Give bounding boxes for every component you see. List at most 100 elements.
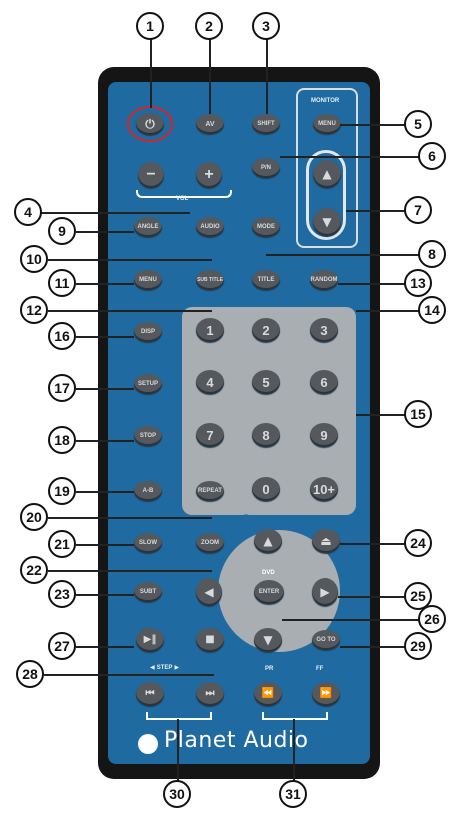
num-3-button[interactable]: 3 [310,318,338,342]
stop-text-button[interactable]: STOP [134,426,162,446]
step-label: ◀ STEP ▶ [150,664,179,671]
audio-button[interactable]: AUDIO [196,217,224,237]
leader-27 [76,646,134,648]
monitor-up-button[interactable]: ▲ [313,160,341,188]
callout-26: 26 [418,605,446,633]
callout-30: 30 [163,780,191,808]
goto-button[interactable]: GO TO [312,630,340,650]
triangle-down-icon: ▼ [263,634,272,646]
num-6-button[interactable]: 6 [310,370,338,394]
vol-up-button[interactable]: + [196,162,222,188]
random-button[interactable]: RANDOM [310,270,338,290]
callout-31: 31 [279,780,307,808]
num-7-button[interactable]: 7 [196,423,224,447]
zoom-button[interactable]: ZOOM [196,533,224,553]
nav-right-button[interactable]: ▶ [312,578,338,606]
callout-21: 21 [48,530,76,558]
callout-28: 28 [16,660,44,688]
callout-7: 7 [404,196,432,224]
brand-name: Planet Audio [164,728,309,753]
ab-button[interactable]: A-B [134,481,162,501]
num-8-button[interactable]: 8 [252,423,280,447]
title-button[interactable]: TITLE [252,270,280,290]
num-0-button[interactable]: 0 [252,477,280,501]
play-pause-button[interactable]: ▶‖ [136,628,164,652]
power-button[interactable]: ⏻ [136,113,164,135]
leader-19 [76,491,134,493]
leader-10 [48,259,212,261]
fast-forward-icon: ⏩ [320,689,332,699]
callout-17: 17 [48,374,76,402]
leader-29 [340,646,408,648]
leader-16 [76,336,134,338]
monitor-menu-button[interactable]: MENU [313,114,341,134]
leader-15 [356,414,406,416]
callout-5: 5 [404,110,432,138]
num-2-button[interactable]: 2 [252,318,280,342]
callout-4: 4 [14,198,42,226]
skip-back-icon: ⏮ [146,689,155,699]
ff-label: FF [316,666,323,672]
enter-button[interactable]: ENTER [254,580,284,604]
repeat-button[interactable]: REPEAT [196,481,224,501]
callout-19: 19 [48,477,76,505]
monitor-down-button[interactable]: ▼ [313,208,341,236]
mode-button[interactable]: MODE [252,217,280,237]
av-button[interactable]: AV [196,114,224,134]
callout-9: 9 [48,217,76,245]
leader-30 [177,719,179,783]
leader-13 [338,283,408,285]
prev-button[interactable]: ⏮ [136,682,164,706]
menu-button[interactable]: MENU [134,270,162,290]
subt-button[interactable]: SUBT [134,582,162,602]
dvd-label: DVD [262,570,275,576]
nav-down-button[interactable]: ▼ [254,628,282,652]
skip-forward-icon: ⏭ [206,689,215,699]
callout-18: 18 [48,426,76,454]
num-5-button[interactable]: 5 [252,370,280,394]
callout-14: 14 [418,296,446,324]
leader-11 [76,283,134,285]
leader-6 [280,156,420,158]
leader-8 [266,254,420,256]
callout-3: 3 [252,12,280,40]
vol-label: VOL [176,196,188,202]
num-4-button[interactable]: 4 [196,370,224,394]
play-pause-icon: ▶‖ [144,635,157,645]
leader-17 [76,388,134,390]
rewind-button[interactable]: ⏪ [254,682,282,706]
callout-22: 22 [20,556,48,584]
callout-24: 24 [404,529,432,557]
eject-icon: ⏏ [320,535,331,547]
leader-18 [76,440,134,442]
fast-forward-button[interactable]: ⏩ [312,682,340,706]
triangle-left-icon: ◀ [204,586,213,598]
num-10plus-button[interactable]: 10+ [310,477,338,501]
shift-button[interactable]: SHIFT [252,114,280,134]
step-bracket [146,712,212,720]
leader-1 [150,38,152,108]
triangle-right-icon: ▶ [320,586,329,598]
leader-22 [48,570,212,572]
slow-button[interactable]: SLOW [134,533,162,553]
num-1-button[interactable]: 1 [196,318,224,342]
rewind-icon: ⏪ [262,689,274,699]
nav-up-button[interactable]: ▲ [254,529,282,553]
triangle-up-icon: ▲ [263,535,272,547]
minus-icon: − [146,167,155,183]
step-text: STEP [157,665,173,671]
vol-down-button[interactable]: − [138,162,164,188]
disp-button[interactable]: DISP [134,322,162,342]
stop-button[interactable]: ■ [196,628,224,652]
callout-8: 8 [418,240,446,268]
pn-button[interactable]: P/N [252,158,280,178]
triangle-down-icon: ▼ [322,216,331,228]
angle-button[interactable]: ANGLE [134,217,162,237]
pr-ff-bracket [262,712,328,720]
setup-button[interactable]: SETUP [134,374,162,394]
eject-button[interactable]: ⏏ [312,529,340,553]
subtitle-button[interactable]: SUB TITLE [196,270,224,290]
num-9-button[interactable]: 9 [310,423,338,447]
nav-left-button[interactable]: ◀ [196,578,222,606]
next-button[interactable]: ⏭ [196,682,224,706]
